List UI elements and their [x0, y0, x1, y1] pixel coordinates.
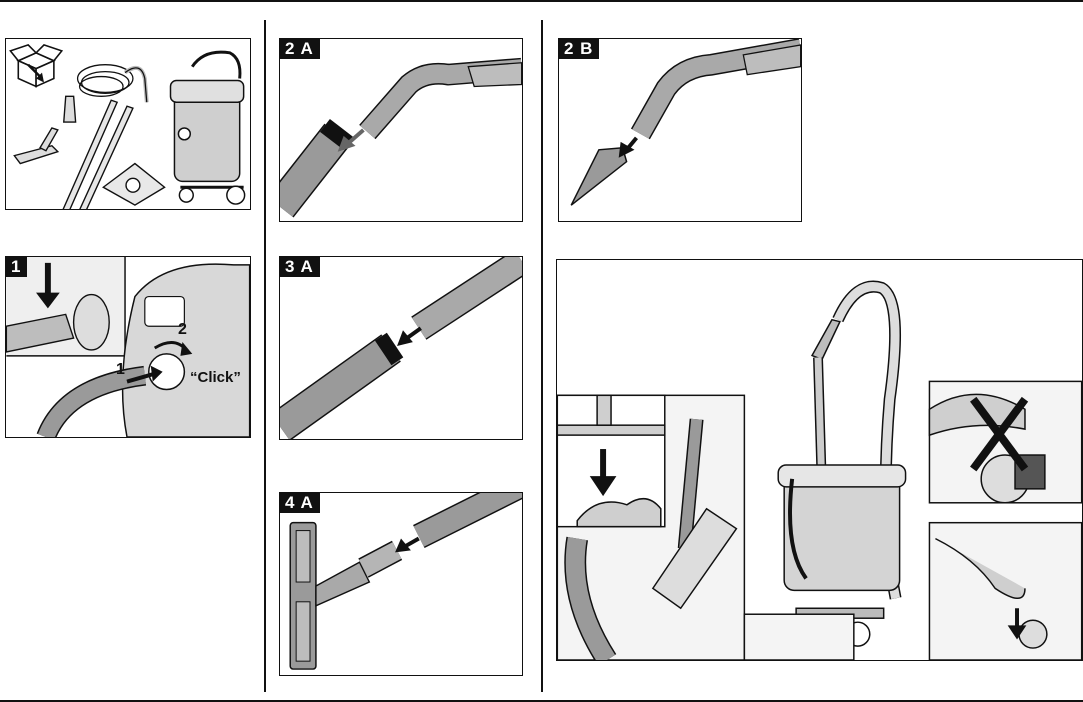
step-2b-label: 2 B — [559, 39, 599, 59]
lock-brake-inset — [929, 523, 1081, 660]
step-4a-panel: 4 A — [279, 492, 523, 676]
contents-illustration — [6, 39, 250, 209]
step-3a-illustration — [280, 257, 522, 439]
floor-nozzle — [14, 128, 57, 164]
no-lift-inset — [929, 381, 1081, 502]
step-1-label: 1 — [6, 257, 27, 277]
usage-storage-panel — [556, 259, 1083, 661]
storage-inset — [557, 395, 744, 660]
callout-number-1: 1 — [116, 361, 125, 379]
callout-number-2: 2 — [178, 321, 187, 339]
arrow-icon — [395, 539, 419, 553]
step-3a-panel: 3 A — [279, 256, 523, 440]
column-divider-left — [264, 20, 266, 692]
filter-bag — [103, 164, 164, 206]
step-1-panel: 1 1 2 “Click” — [5, 256, 251, 438]
arrow-icon — [397, 328, 421, 346]
wheel-inset — [744, 614, 853, 660]
step-1-illustration — [6, 257, 250, 437]
contents-overview-panel — [5, 38, 251, 210]
step-2a-panel: 2 A — [279, 38, 523, 222]
step-4a-illustration — [280, 493, 522, 675]
step-4a-label: 4 A — [280, 493, 320, 513]
step-2b-panel: 2 B — [558, 38, 802, 222]
vacuum-cleaner — [171, 52, 245, 204]
crevice-nozzle — [64, 96, 76, 122]
step-2a-label: 2 A — [280, 39, 320, 59]
step-2a-illustration — [280, 39, 522, 221]
usage-storage-illustration — [557, 260, 1082, 660]
click-callout: “Click” — [190, 369, 241, 386]
top-rule — [0, 0, 1083, 2]
step-3a-label: 3 A — [280, 257, 320, 277]
column-divider-right — [541, 20, 543, 692]
vacuum-cleaner — [778, 287, 905, 647]
step-2b-illustration — [559, 39, 801, 221]
hose-coil — [78, 65, 147, 103]
open-box-icon — [10, 45, 61, 87]
arrow-icon — [619, 138, 637, 158]
